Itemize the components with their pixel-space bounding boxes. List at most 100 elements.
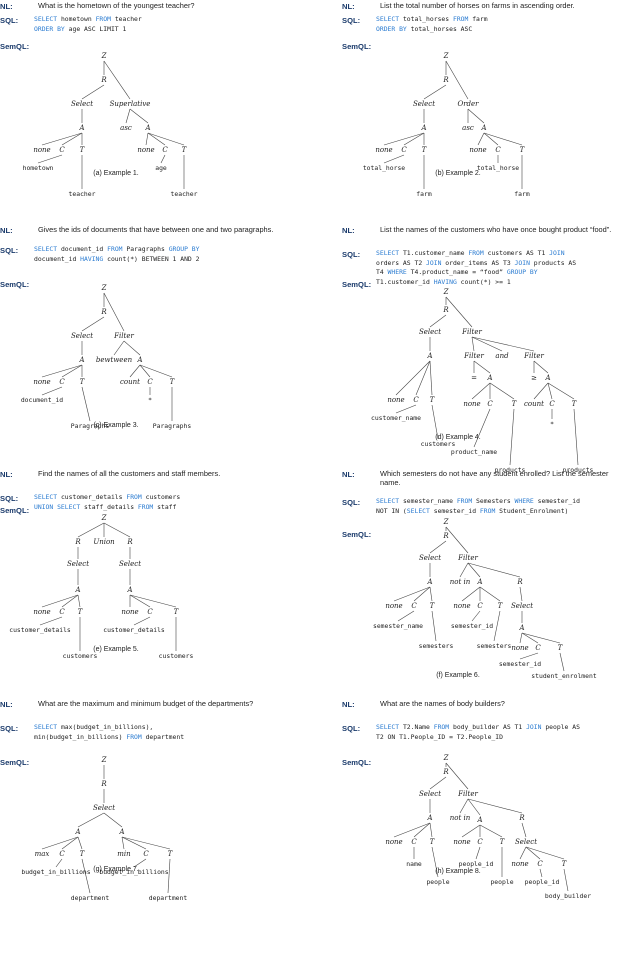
- grammar-node: T: [174, 608, 180, 616]
- tree-edge: [103, 60, 131, 100]
- tree-edge: [403, 132, 425, 146]
- tree-edge: [539, 868, 543, 878]
- grammar-node: A: [486, 374, 492, 382]
- semql-label: SemQL:: [0, 758, 30, 767]
- example-panel: NL:What are the maximum and minimum budg…: [0, 698, 285, 922]
- tree-edge: [431, 404, 439, 440]
- sql-label: SQL:: [0, 16, 19, 25]
- schema-leaf: farm: [416, 190, 432, 198]
- sql-token: document_id: [57, 245, 108, 253]
- grammar-node: none: [385, 602, 402, 610]
- schema-leaf: age: [155, 164, 167, 172]
- grammar-node: R: [100, 308, 107, 316]
- nl-label: NL:: [342, 226, 355, 235]
- sql-line: UNION SELECT staff_details FROM staff: [34, 503, 180, 513]
- sql-token: semester_name: [399, 497, 457, 505]
- grammar-node: count: [524, 400, 544, 408]
- semql-label: SemQL:: [342, 758, 372, 767]
- grammar-node: T: [80, 146, 86, 154]
- sql-line: orders AS T2 JOIN order_items AS T3 JOIN…: [376, 259, 576, 269]
- sql-keyword: JOIN: [549, 249, 565, 257]
- sql-token: products AS: [529, 258, 577, 267]
- tree-edge: [509, 408, 515, 466]
- nl-question: What are the maximum and minimum budget …: [38, 699, 254, 708]
- schema-leaf: customers: [159, 652, 194, 660]
- tree-edge: [81, 858, 91, 894]
- tree-edge: [129, 108, 149, 124]
- grammar-node: C: [143, 850, 149, 858]
- grammar-node: Select: [419, 328, 441, 336]
- figure-caption: (h) Example 8.: [435, 868, 481, 875]
- semql-label: SemQL:: [342, 530, 372, 539]
- grammar-node: Select: [71, 332, 93, 340]
- sql-token: orders AS T2: [376, 258, 427, 267]
- figure-caption: (b) Example 2.: [435, 170, 481, 177]
- sql-keyword: JOIN: [514, 258, 530, 267]
- tree-edge: [519, 586, 523, 602]
- grammar-node: A: [78, 124, 84, 132]
- grammar-node: C: [147, 608, 153, 616]
- schema-leaf: people_id: [459, 860, 494, 868]
- semql-label: SemQL:: [0, 280, 30, 289]
- tree-edge: [129, 594, 151, 608]
- grammar-node: A: [144, 124, 150, 132]
- schema-leaf: customer_details: [9, 626, 71, 634]
- example-panel: NL:Find the names of all the customers a…: [0, 468, 285, 692]
- tree-edge: [573, 408, 579, 466]
- sql-query: SELECT document_id FROM Paragraphs GROUP…: [34, 245, 199, 264]
- tree-edge: [547, 382, 575, 400]
- tree-edge: [81, 316, 105, 332]
- sql-token: body_builder AS T1: [449, 723, 527, 731]
- grammar-node: A: [544, 374, 550, 382]
- grammar-node: C: [59, 378, 65, 386]
- tree-edge: [475, 846, 481, 860]
- grammar-node: T: [182, 146, 188, 154]
- tree-edge: [383, 154, 405, 164]
- grammar-node: max: [35, 850, 50, 858]
- tree-edge: [429, 314, 447, 328]
- sql-line: SELECT customer_details FROM customers: [34, 493, 180, 503]
- sql-line: SELECT document_id FROM Paragraphs GROUP…: [34, 245, 199, 255]
- tree-edge: [167, 858, 171, 894]
- grammar-node: R: [74, 538, 81, 546]
- sql-token: count(*) >= 1: [456, 277, 511, 286]
- sql-line: SELECT total_horses FROM farm: [376, 15, 488, 25]
- grammar-node: A: [420, 124, 426, 132]
- grammar-node: A: [426, 578, 432, 586]
- sql-keyword: ORDER BY: [376, 24, 407, 33]
- grammar-node: R: [518, 814, 525, 822]
- tree-edge: [41, 386, 63, 396]
- grammar-node: C: [162, 146, 168, 154]
- tree-edge: [139, 364, 173, 378]
- sql-token: T4.product_name = “food”: [406, 268, 507, 277]
- sql-query: SELECT T2.Name FROM body_builder AS T1 J…: [376, 723, 580, 742]
- sql-keyword: FROM: [479, 506, 496, 515]
- grammar-node: A: [426, 352, 432, 360]
- grammar-node: Select: [515, 838, 537, 846]
- grammar-node: none: [33, 608, 50, 616]
- schema-leaf: budget_in_billions: [21, 868, 90, 876]
- sql-token: age ASC LIMIT 1: [64, 24, 127, 33]
- example-panel: NL:Which semesters do not have any stude…: [342, 468, 627, 692]
- tree-edge: [467, 108, 485, 124]
- grammar-node: none: [453, 602, 470, 610]
- sql-token: customer_details: [57, 493, 127, 501]
- tree-edge: [395, 404, 417, 414]
- grammar-node: T: [430, 396, 436, 404]
- grammar-node: T: [572, 400, 578, 408]
- grammar-node: Z: [101, 52, 107, 60]
- sql-query: SELECT max(budget_in_billions),min(budge…: [34, 723, 184, 742]
- tree-edge: [393, 822, 431, 838]
- grammar-node: A: [480, 124, 486, 132]
- grammar-node: T: [562, 860, 568, 868]
- figure-caption: (f) Example 6.: [436, 672, 480, 679]
- tree-edge: [113, 340, 125, 356]
- grammar-node: none: [463, 400, 480, 408]
- grammar-node: T: [500, 838, 506, 846]
- sql-token: farm: [468, 15, 488, 23]
- tree-edge: [121, 836, 147, 850]
- sql-keyword: FROM: [456, 497, 473, 505]
